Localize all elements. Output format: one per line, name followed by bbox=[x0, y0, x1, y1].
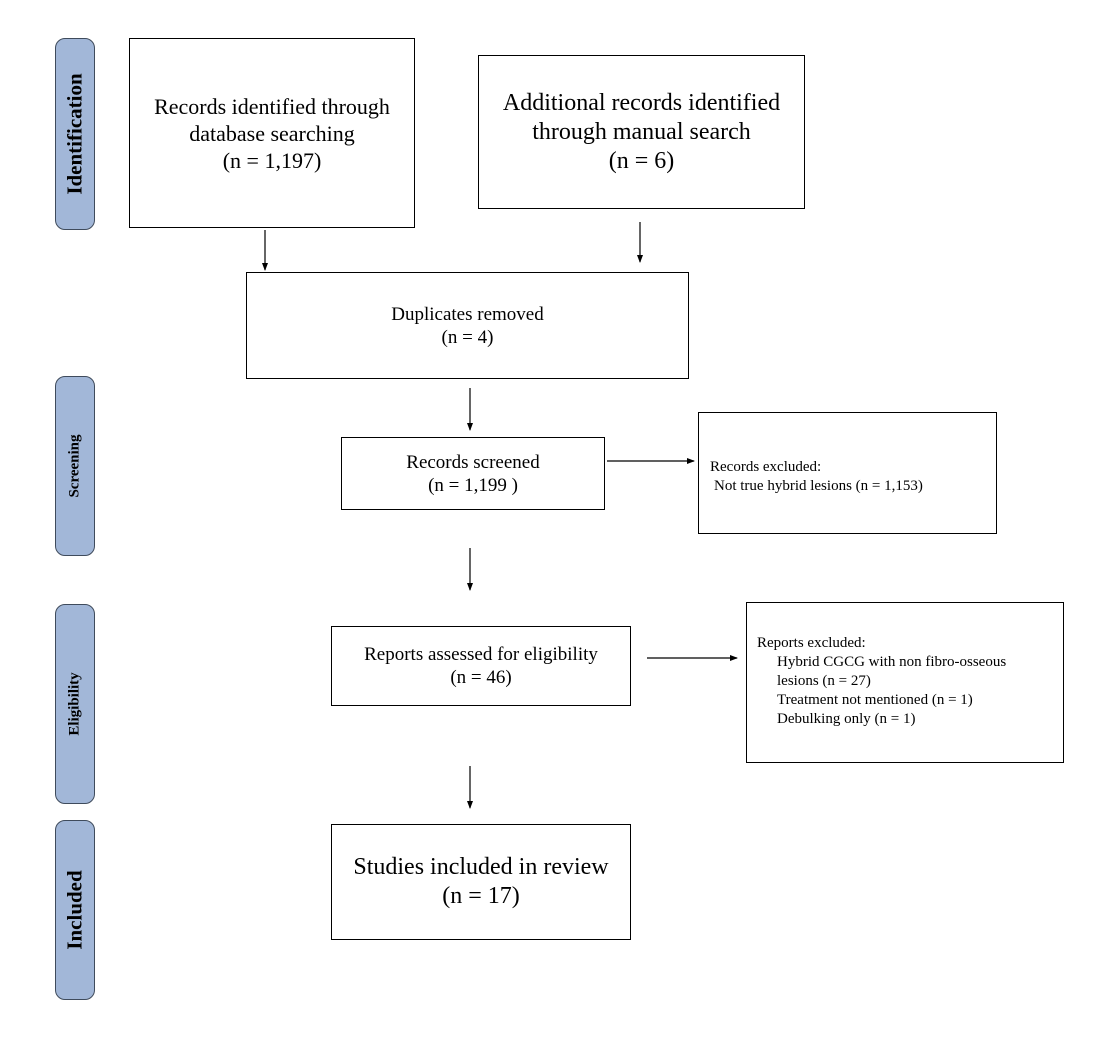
reports-excluded-box: Reports excluded: Hybrid CGCG with non f… bbox=[746, 602, 1064, 763]
manual-search-box: Additional records identified through ma… bbox=[478, 55, 805, 209]
manual-search-count: (n = 6) bbox=[608, 147, 675, 174]
records-screened-label: Records screened bbox=[406, 451, 540, 473]
stage-screening: Screening bbox=[55, 376, 95, 556]
duplicates-removed-count: (n = 4) bbox=[441, 326, 494, 348]
records-excluded-title: Records excluded: bbox=[710, 459, 822, 475]
stage-eligibility: Eligibility bbox=[55, 604, 95, 804]
database-search-line2: database searching bbox=[189, 120, 355, 146]
studies-included-label: Studies included in review bbox=[353, 854, 609, 880]
stage-included: Included bbox=[55, 820, 95, 1000]
reports-assessed-box: Reports assessed for eligibility (n = 46… bbox=[331, 626, 631, 706]
reports-excluded-reason1-line1: Hybrid CGCG with non fibro-osseous bbox=[777, 654, 1007, 670]
reports-assessed-count: (n = 46) bbox=[450, 667, 512, 688]
database-search-count: (n = 1,197) bbox=[222, 147, 322, 173]
reports-excluded-reason2: Treatment not mentioned (n = 1) bbox=[777, 692, 973, 708]
reports-assessed-label: Reports assessed for eligibility bbox=[364, 644, 598, 665]
records-screened-box: Records screened (n = 1,199 ) bbox=[341, 437, 605, 510]
records-excluded-box: Records excluded: Not true hybrid lesion… bbox=[698, 412, 997, 534]
database-search-box: Records identified through database sear… bbox=[129, 38, 415, 228]
reports-excluded-title: Reports excluded: bbox=[757, 635, 866, 651]
database-search-line1: Records identified through bbox=[154, 93, 390, 119]
manual-search-line1: Additional records identified bbox=[502, 89, 781, 116]
studies-included-count: (n = 17) bbox=[442, 883, 520, 909]
reports-excluded-reason1-line2: lesions (n = 27) bbox=[777, 673, 871, 689]
duplicates-removed-box: Duplicates removed (n = 4) bbox=[246, 272, 689, 379]
records-screened-count: (n = 1,199 ) bbox=[428, 474, 518, 496]
reports-excluded-reason3: Debulking only (n = 1) bbox=[777, 711, 916, 727]
stage-identification: Identification bbox=[55, 38, 95, 230]
duplicates-removed-label: Duplicates removed bbox=[391, 303, 544, 325]
records-excluded-reason: Not true hybrid lesions (n = 1,153) bbox=[714, 478, 923, 494]
studies-included-box: Studies included in review (n = 17) bbox=[331, 824, 631, 940]
manual-search-line2: through manual search bbox=[532, 118, 751, 145]
